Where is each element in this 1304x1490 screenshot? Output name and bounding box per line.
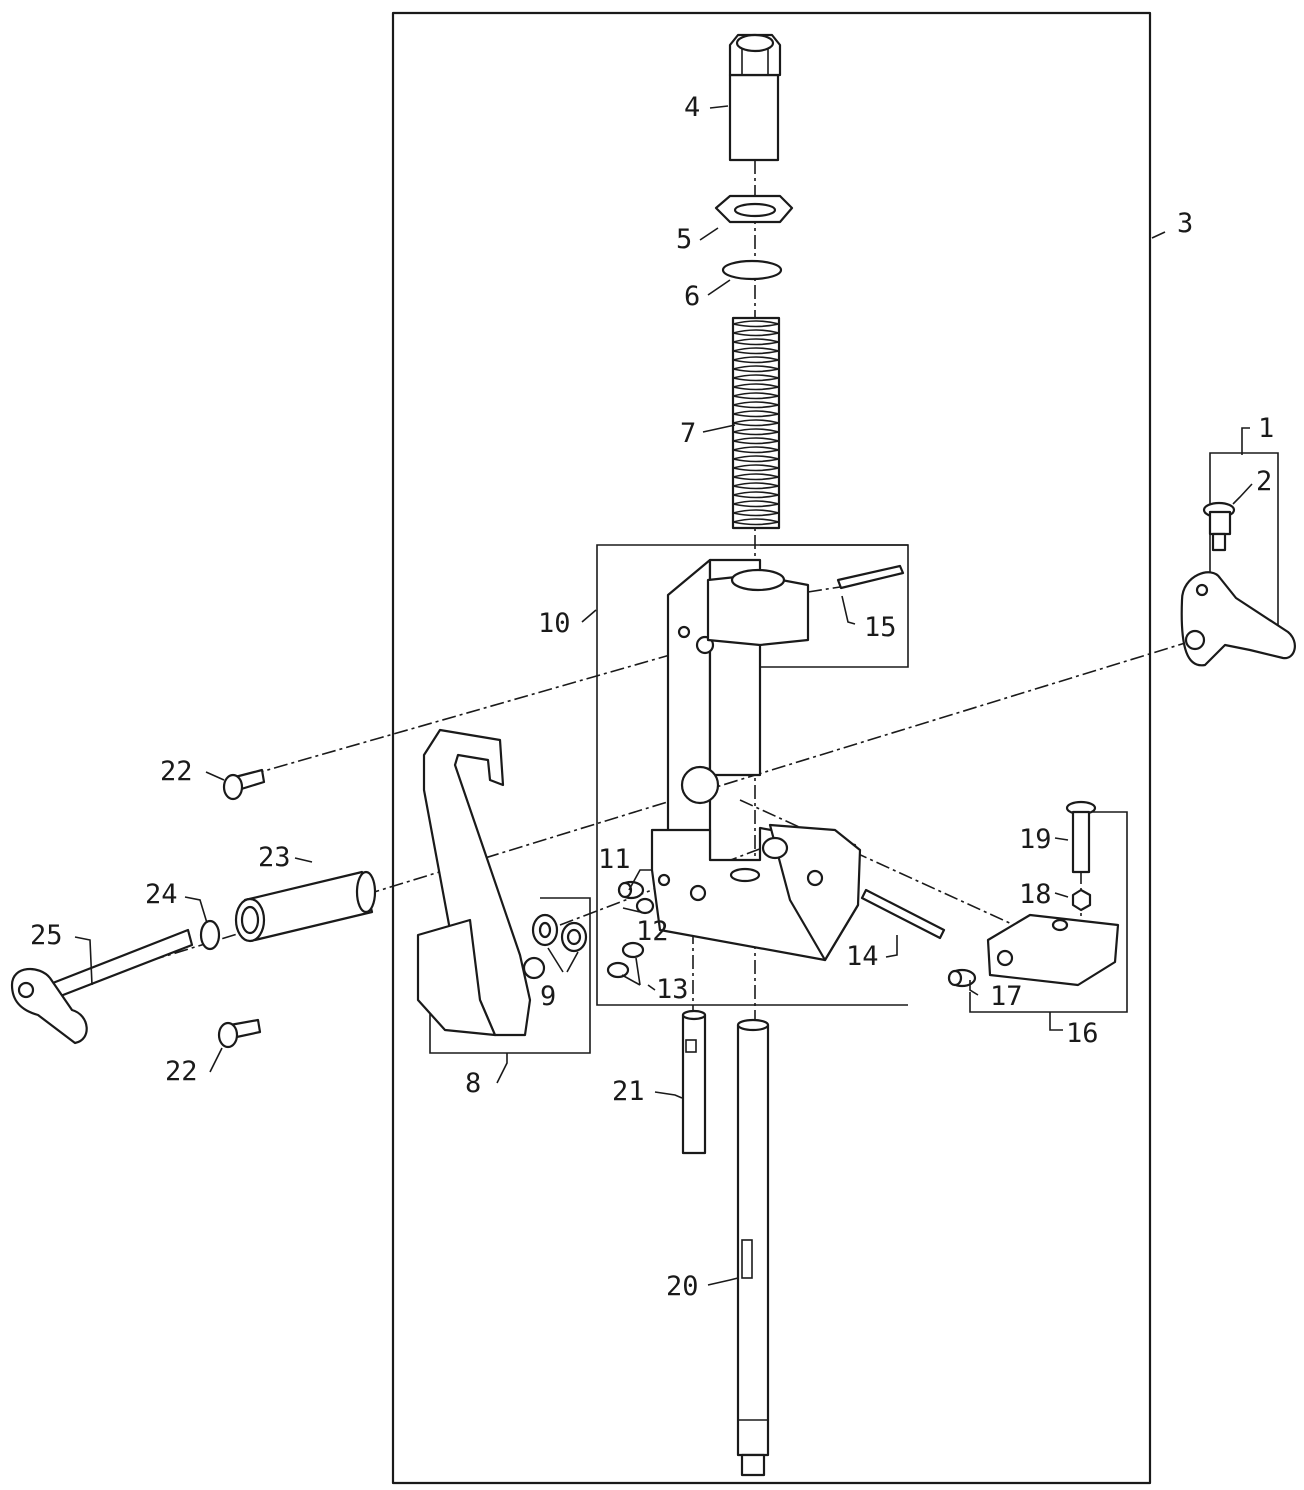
part-21-pin xyxy=(681,1009,707,1155)
label-part-2: 2 xyxy=(1256,466,1272,497)
label-part-9: 9 xyxy=(540,981,556,1012)
part-7-spring xyxy=(731,316,781,530)
label-part-21: 21 xyxy=(612,1076,645,1107)
part-9-washers xyxy=(531,913,588,953)
part-6-washer xyxy=(721,259,783,281)
label-part-25: 25 xyxy=(30,920,63,951)
label-part-15: 15 xyxy=(864,612,897,643)
part-12-screw xyxy=(635,897,655,915)
label-part-16: 16 xyxy=(1066,1018,1099,1049)
part-14-pin xyxy=(860,888,946,940)
part-16-block xyxy=(986,913,1120,987)
bracket-part-10 xyxy=(596,544,908,1006)
bracket-part-15 xyxy=(760,544,909,668)
part-17-setscrew xyxy=(947,968,977,988)
label-part-19: 19 xyxy=(1019,824,1052,855)
part-18-nut xyxy=(1071,888,1092,912)
label-part-23: 23 xyxy=(258,842,291,873)
label-part-22-upper: 22 xyxy=(160,756,193,787)
label-part-1: 1 xyxy=(1258,413,1274,444)
part-25-shaft xyxy=(10,928,194,1045)
label-part-8: 8 xyxy=(465,1068,481,1099)
label-part-6: 6 xyxy=(684,281,700,312)
label-part-13: 13 xyxy=(656,974,689,1005)
label-part-18: 18 xyxy=(1019,879,1052,910)
axis-upper-screw xyxy=(249,644,706,776)
part-19-screw xyxy=(1065,800,1097,874)
part-23-sleeve xyxy=(234,870,377,943)
label-part-17: 17 xyxy=(990,981,1023,1012)
label-part-5: 5 xyxy=(676,224,692,255)
axis-shaft xyxy=(54,639,1196,991)
part-4-plunger xyxy=(728,33,782,162)
label-part-4: 4 xyxy=(684,92,700,123)
axis-pin-15 xyxy=(807,586,841,593)
leader-lines xyxy=(74,105,1253,1286)
label-part-24: 24 xyxy=(145,879,178,910)
part-24-ring xyxy=(199,919,221,951)
part-11-screw xyxy=(617,880,645,900)
label-part-14: 14 xyxy=(846,941,879,972)
label-part-3: 3 xyxy=(1177,208,1193,239)
part-2-screw xyxy=(1202,501,1236,552)
label-part-20: 20 xyxy=(666,1271,699,1302)
part-22-screw-lower xyxy=(217,1018,262,1049)
bracket-part-16 xyxy=(969,811,1128,1013)
axis-diagonal-block xyxy=(739,799,1026,931)
bracket-part-8 xyxy=(429,897,591,1054)
part-10-head xyxy=(706,568,810,647)
part-8-lever xyxy=(416,728,546,1037)
label-part-10: 10 xyxy=(538,608,571,639)
part-1-crank xyxy=(1180,571,1296,667)
assembly-frame xyxy=(391,11,1152,1485)
label-part-11: 11 xyxy=(598,844,631,875)
part-13-screws xyxy=(606,941,645,979)
label-part-12: 12 xyxy=(636,916,669,947)
part-15-pin xyxy=(836,564,905,590)
label-part-7: 7 xyxy=(680,418,696,449)
part-5-nut xyxy=(714,194,794,224)
label-part-22-lower: 22 xyxy=(165,1056,198,1087)
part-20-shaft xyxy=(736,1018,770,1477)
part-22-screw-upper xyxy=(222,768,266,801)
